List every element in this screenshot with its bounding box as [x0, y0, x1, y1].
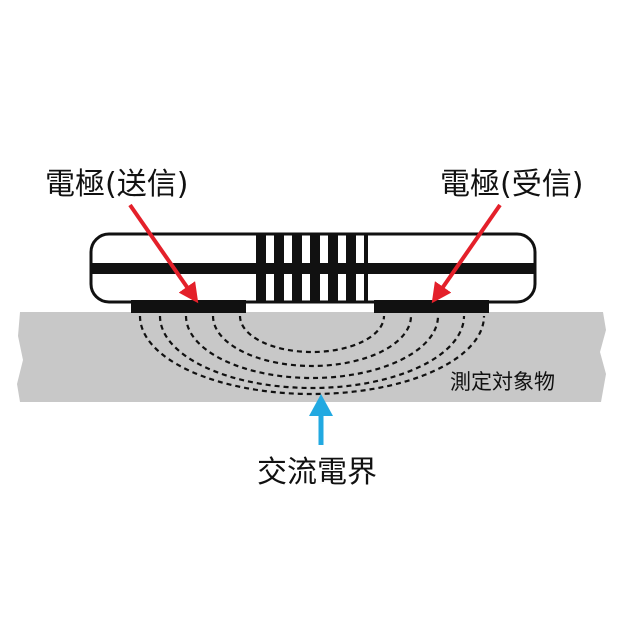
transmit-electrode	[131, 300, 246, 313]
field-line-2	[211, 315, 413, 368]
transmit-electrode-label: 電極(送信)	[45, 167, 188, 202]
field-line-1	[238, 315, 386, 354]
field-arrow-icon	[309, 394, 333, 445]
receive-electrode-label: 電極(受信)	[440, 167, 583, 202]
field-line-3	[184, 315, 440, 380]
field-lines	[138, 315, 486, 396]
receive-electrode	[374, 300, 489, 313]
field-line-4	[158, 315, 466, 390]
sensor-bar-pattern	[256, 235, 368, 301]
receive-arrow-icon	[431, 203, 502, 304]
transmit-arrow-icon	[128, 203, 199, 304]
ac-electric-field-label: 交流電界	[257, 455, 377, 490]
field-line-5	[138, 315, 486, 396]
measured-object-label: 測定対象物	[450, 370, 555, 394]
sensor-body	[89, 232, 537, 304]
